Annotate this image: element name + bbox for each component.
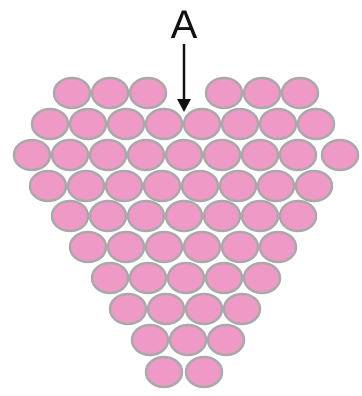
bead xyxy=(90,201,126,231)
bead xyxy=(92,263,128,293)
bead xyxy=(32,109,68,139)
bead xyxy=(184,109,220,139)
bead xyxy=(170,325,206,355)
bead xyxy=(128,140,164,170)
bead xyxy=(146,357,182,387)
bead xyxy=(186,357,222,387)
bead xyxy=(148,294,184,324)
bead xyxy=(186,294,222,324)
bead xyxy=(130,78,166,108)
bead xyxy=(92,78,128,108)
bead xyxy=(146,232,182,262)
bead xyxy=(280,140,316,170)
bead xyxy=(54,78,90,108)
bead xyxy=(14,140,50,170)
bead xyxy=(280,201,316,231)
label-a: A xyxy=(171,3,198,47)
bead xyxy=(146,109,182,139)
bead xyxy=(220,171,256,201)
bead xyxy=(204,201,240,231)
bead xyxy=(242,140,278,170)
bead xyxy=(132,325,168,355)
bead xyxy=(144,171,180,201)
bead xyxy=(322,140,358,170)
bead xyxy=(206,78,242,108)
bead xyxy=(182,171,218,201)
bead xyxy=(206,263,242,293)
bead xyxy=(298,109,334,139)
bead xyxy=(30,171,66,201)
bead xyxy=(68,171,104,201)
bead xyxy=(260,232,296,262)
bead xyxy=(110,294,146,324)
bead xyxy=(282,78,318,108)
bead xyxy=(70,109,106,139)
bead xyxy=(244,263,280,293)
bead xyxy=(204,140,240,170)
bead xyxy=(208,325,244,355)
bead xyxy=(52,140,88,170)
bead xyxy=(108,232,144,262)
bead xyxy=(296,171,332,201)
bead xyxy=(108,109,144,139)
bead xyxy=(90,140,126,170)
arrow-head xyxy=(177,99,191,112)
bead xyxy=(52,201,88,231)
bead-grid xyxy=(14,78,358,387)
bead xyxy=(168,263,204,293)
bead xyxy=(258,171,294,201)
bead xyxy=(222,232,258,262)
bead xyxy=(224,294,260,324)
bead xyxy=(244,78,280,108)
bead xyxy=(128,201,164,231)
bead xyxy=(166,201,202,231)
bead xyxy=(260,109,296,139)
bead xyxy=(106,171,142,201)
bead xyxy=(166,140,202,170)
bead xyxy=(184,232,220,262)
bead xyxy=(130,263,166,293)
bead xyxy=(242,201,278,231)
pointer-arrow xyxy=(177,44,191,112)
bead xyxy=(222,109,258,139)
bead xyxy=(70,232,106,262)
